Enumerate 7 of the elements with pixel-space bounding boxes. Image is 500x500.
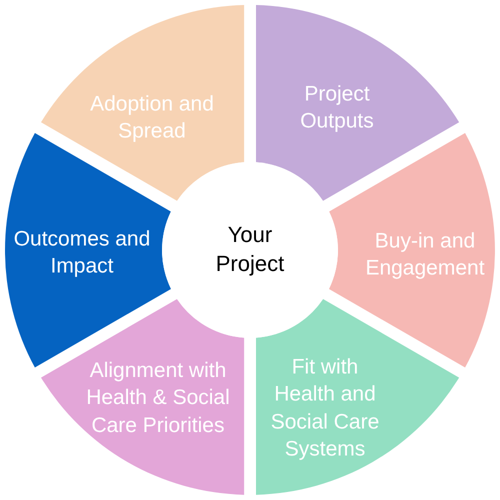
center-label: Your Project (214, 221, 286, 278)
segment-label: Buy-in and Engagement (364, 228, 486, 282)
segment-label: Outcomes and Impact (12, 226, 152, 280)
segment-label: Adoption and Spread (89, 92, 215, 145)
segment-label: Project Outputs (299, 82, 375, 135)
segment-label: Alignment with Health & Social Care Priorities (85, 358, 231, 439)
segment-label: Fit with Health and Social Care Systems (270, 354, 380, 462)
